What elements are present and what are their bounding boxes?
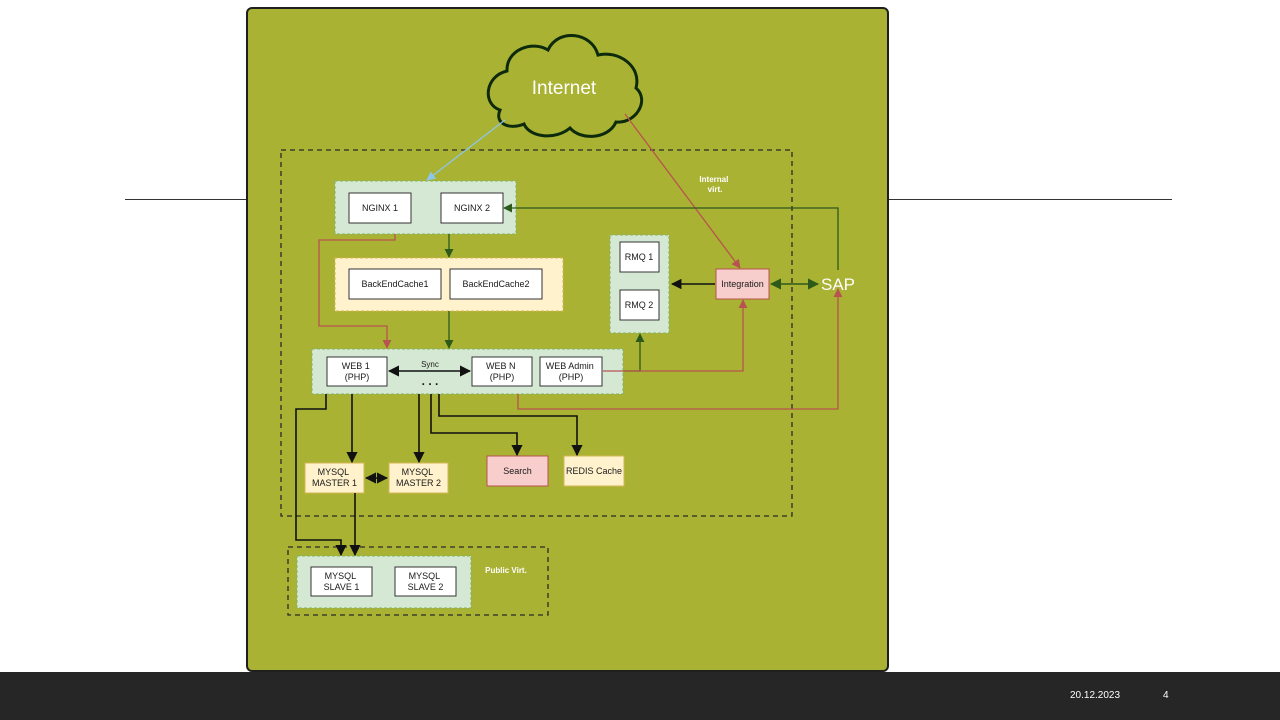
web-ellipsis: . . . <box>422 374 439 388</box>
integration-label: Integration <box>721 279 764 289</box>
rmq-1-node <box>619 241 660 273</box>
footer-date: 20.12.2023 <box>1070 690 1121 701</box>
arrow-web-redis <box>438 394 583 457</box>
mysql-slave-1-label: MYSQL SLAVE 1 <box>324 571 360 592</box>
arrow-web-search <box>430 394 523 457</box>
internet-cloud <box>486 34 643 138</box>
arrow-nginx1-web1 <box>318 234 396 349</box>
web-1-node <box>326 356 388 387</box>
rmq-1-label: RMQ 1 <box>625 252 654 262</box>
internal-zone <box>280 149 793 517</box>
mysql-slave-1-node <box>310 566 373 597</box>
footer-bar <box>0 672 1280 720</box>
web-n-node <box>471 356 533 387</box>
mysql-slave-2-node <box>394 566 457 597</box>
arrow-internet-nginx <box>426 119 506 181</box>
sap-label: SAP <box>821 275 855 294</box>
rmq-2-label: RMQ 2 <box>625 300 654 310</box>
arrow-webadmin-integration <box>603 299 748 372</box>
mysql-slave-2-label: MYSQL SLAVE 2 <box>408 571 444 592</box>
web-admin-label: WEB Admin (PHP) <box>546 361 597 382</box>
web-n-label: WEB N (PHP) <box>486 361 518 382</box>
search-label: Search <box>503 466 532 476</box>
backend-cache-1-label: BackEndCache1 <box>361 279 428 289</box>
web-1-label: WEB 1 (PHP) <box>342 361 373 382</box>
title-divider-right <box>889 199 1172 200</box>
nginx-1-label: NGINX 1 <box>362 203 398 213</box>
mysql-master-1-node <box>304 462 365 494</box>
internal-zone-label: Internal virt. <box>699 175 730 194</box>
rmq-2-node <box>619 289 660 321</box>
search-node <box>486 455 549 487</box>
page-number: 4 <box>1163 690 1169 701</box>
redis-cache-node <box>563 455 625 487</box>
arrow-webn-sap <box>517 288 843 410</box>
public-zone <box>287 546 549 616</box>
integration-node <box>715 268 770 300</box>
sync-label: Sync <box>421 360 439 369</box>
backend-cache-1-node <box>348 268 442 300</box>
architecture-diagram: Internet Internal virt. Public Virt. NGI… <box>280 34 855 616</box>
arrow-internet-integration <box>624 113 741 269</box>
public-zone-label: Public Virt. <box>485 566 527 575</box>
title-divider-left <box>125 199 246 200</box>
nginx-2-label: NGINX 2 <box>454 203 490 213</box>
arrow-webadmin-rmq <box>624 333 645 372</box>
redis-cache-label: REDIS Cache <box>566 466 622 476</box>
nginx-2-node <box>440 192 504 224</box>
arrow-web1-slave <box>295 394 347 557</box>
web-admin-node <box>539 356 603 387</box>
arrow-sap-nginx2 <box>503 203 839 270</box>
backend-cache-2-label: BackEndCache2 <box>462 279 529 289</box>
mysql-master-1-label: MYSQL MASTER 1 <box>312 467 357 488</box>
internet-label: Internet <box>532 78 597 99</box>
mysql-master-2-node <box>388 462 449 494</box>
nginx-1-node <box>348 192 412 224</box>
backend-cache-2-node <box>449 268 543 300</box>
mysql-master-2-label: MYSQL MASTER 2 <box>396 467 441 488</box>
